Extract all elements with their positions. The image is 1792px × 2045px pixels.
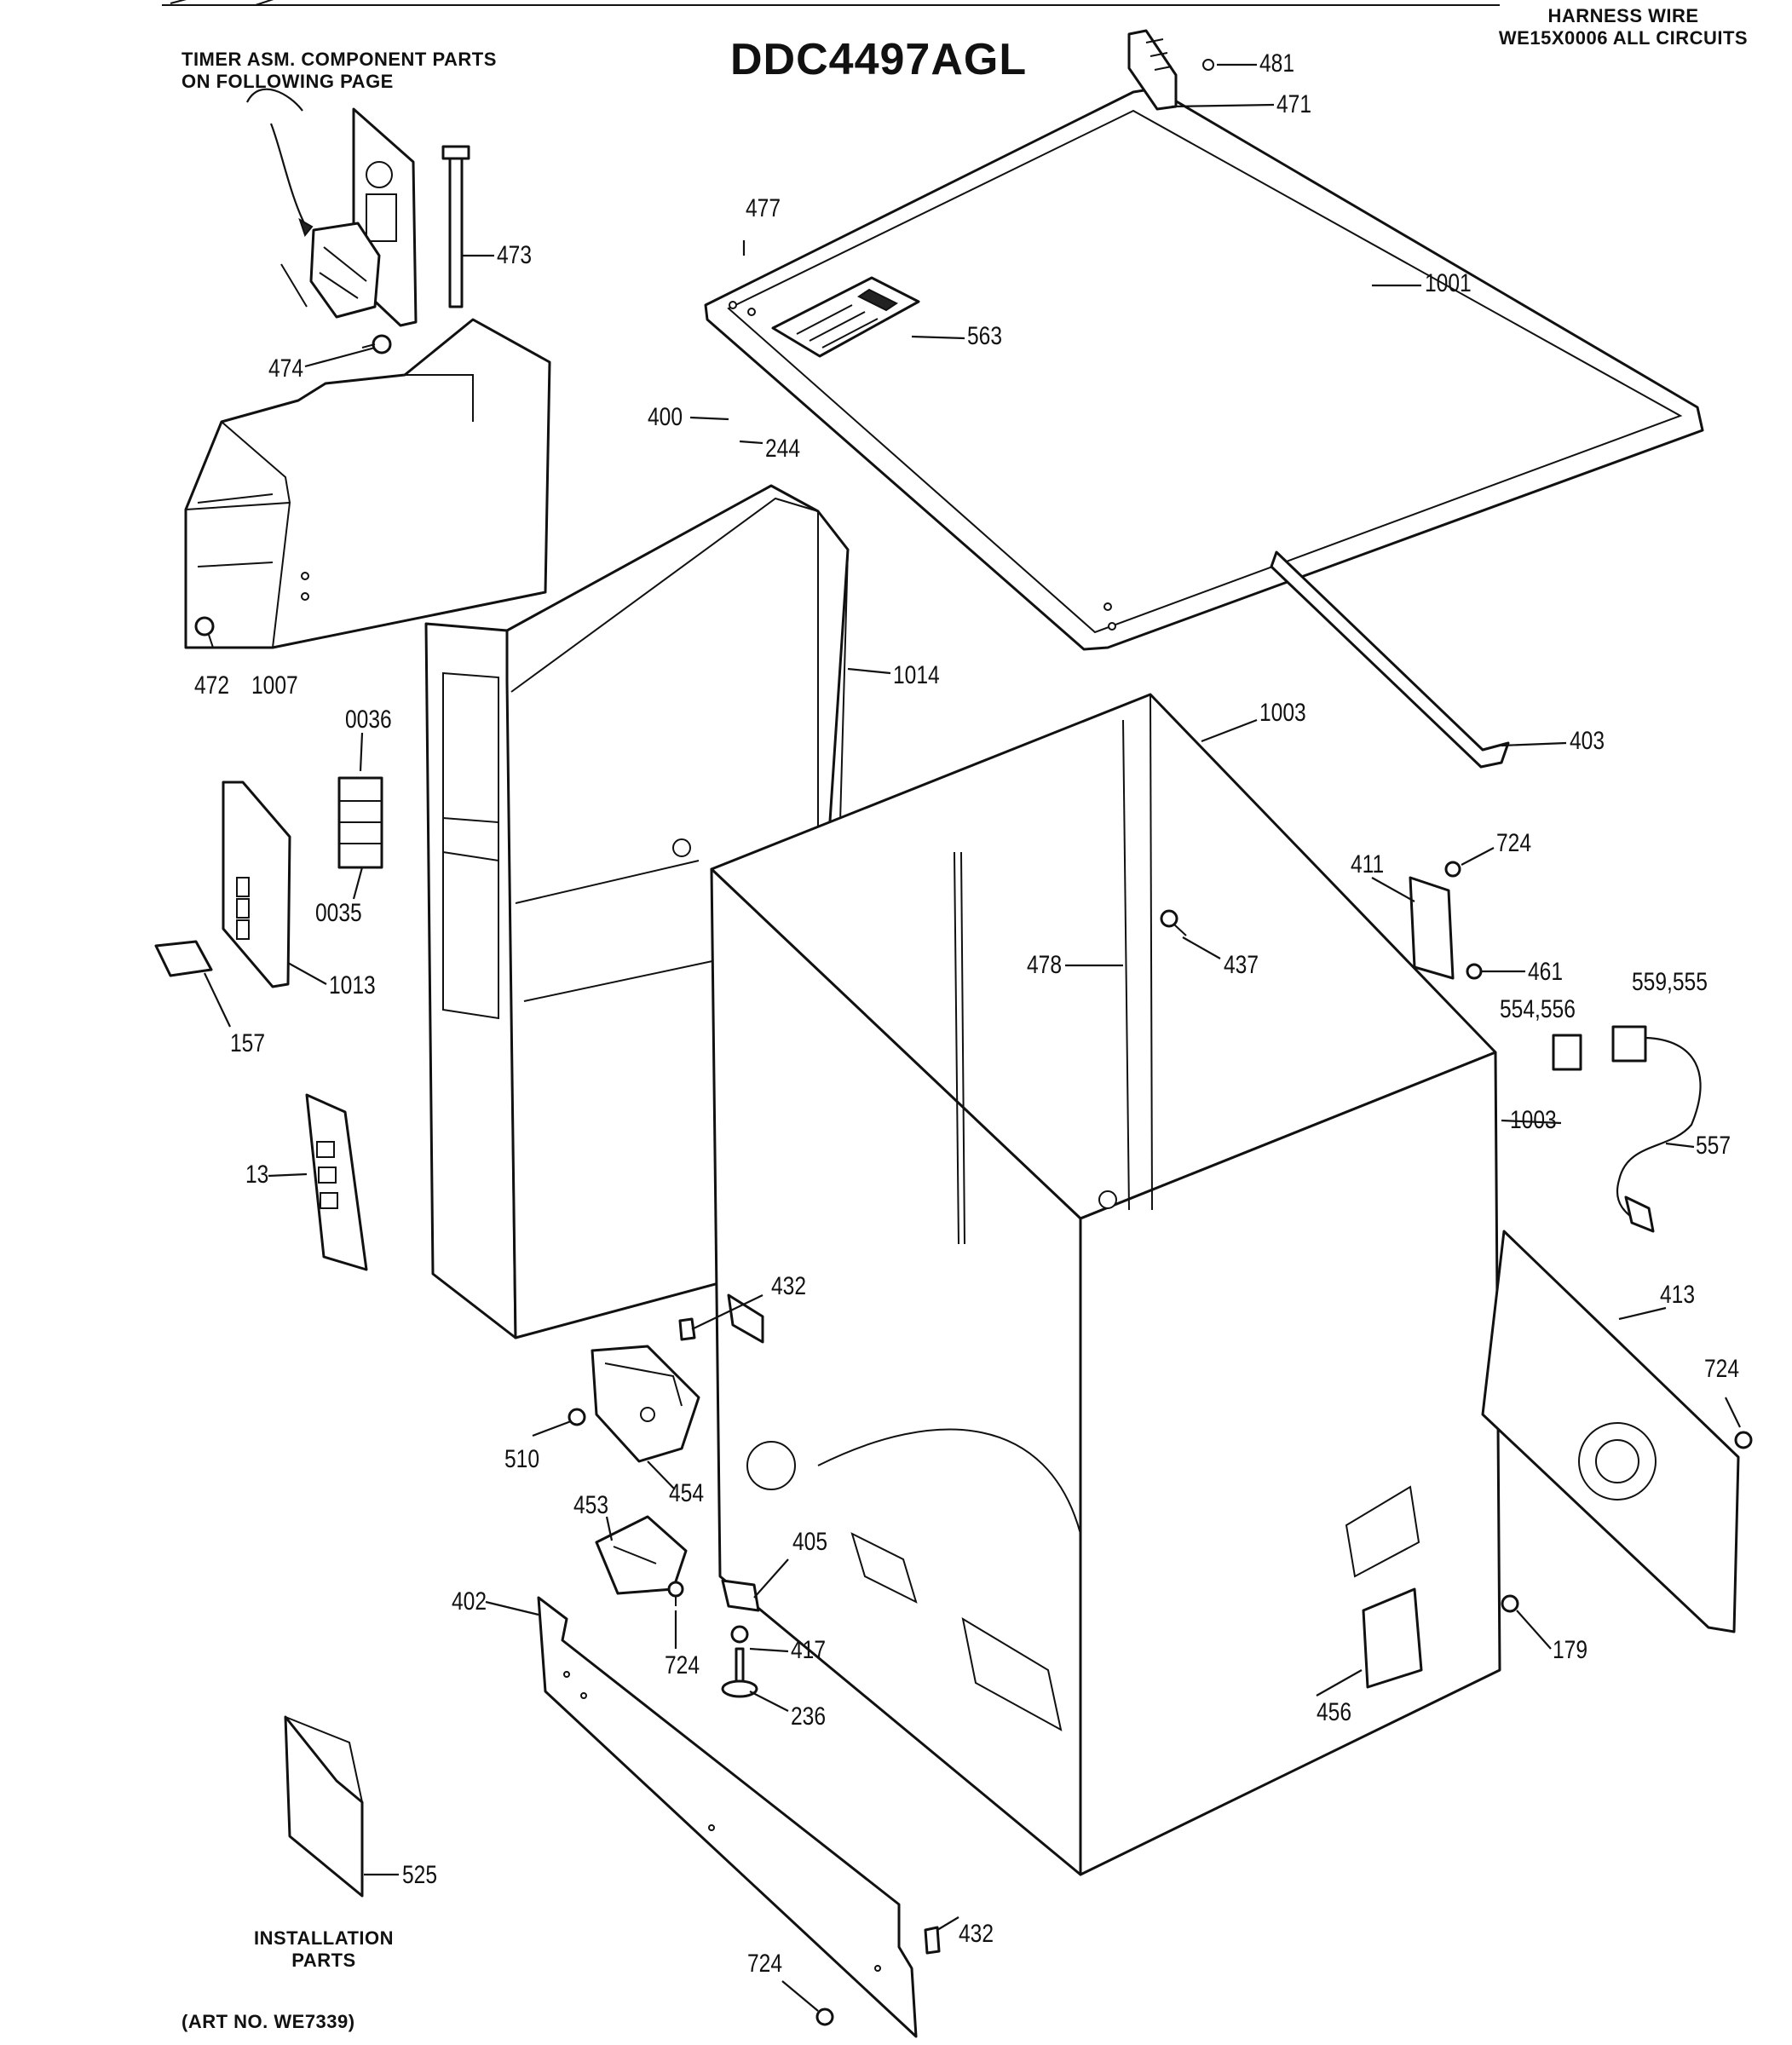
callout-1001: 1001 [1425,269,1472,297]
callout-557: 557 [1696,1132,1731,1160]
bracket-456 [1362,1587,1423,1689]
callout-724-front: 724 [665,1651,700,1679]
callout-724-upper: 724 [1496,829,1532,857]
callout-1003-side: 1003 [1510,1106,1557,1134]
control-decal [771,276,920,358]
screw-724-front [667,1581,684,1606]
callout-1014: 1014 [893,661,940,689]
timer-note-line-1: TIMER ASM. COMPONENT PARTS [182,49,497,70]
top-rule-mark [170,0,274,6]
timer-note: TIMER ASM. COMPONENT PARTS ON FOLLOWING … [182,49,497,93]
callout-477: 477 [746,194,781,222]
top-cover [704,87,1704,651]
bracket-453 [595,1515,688,1595]
callout-417: 417 [791,1636,827,1664]
callout-554-556: 554,556 [1500,995,1576,1023]
callout-432-lower: 432 [959,1920,994,1948]
control-panel [222,781,291,988]
callout-474: 474 [268,354,304,383]
timer-assembly [246,88,470,327]
backsplash [184,318,551,649]
plate-411 [1409,876,1455,980]
callout-0036: 0036 [345,706,392,734]
callout-405: 405 [792,1528,828,1556]
callout-454: 454 [669,1479,705,1507]
harness-wire-line-1: HARNESS WIRE [1547,5,1699,26]
rear-panel [1481,1230,1740,1633]
callout-157: 157 [230,1029,266,1057]
callout-13: 13 [245,1161,269,1189]
callout-244: 244 [765,435,801,463]
callout-456: 456 [1317,1698,1352,1726]
bracket-454 [591,1345,700,1463]
installation-note-line-2: PARTS [291,1950,356,1971]
cover-hinge [1127,29,1214,111]
leveling-leg [721,1625,758,1698]
callout-1003-top: 1003 [1259,699,1306,727]
callout-525: 525 [402,1861,438,1889]
callout-453: 453 [573,1491,609,1519]
callout-437: 437 [1224,951,1259,979]
callout-1007: 1007 [251,671,298,700]
timer-note-line-2: ON FOLLOWING PAGE [182,71,394,92]
callout-413: 413 [1660,1281,1696,1309]
callout-481: 481 [1259,49,1295,78]
bracket-405 [721,1579,760,1612]
callout-402: 402 [452,1587,487,1616]
callout-236: 236 [791,1702,827,1731]
callout-510: 510 [504,1445,540,1473]
callout-432-upper: 432 [771,1272,807,1300]
callout-461: 461 [1528,958,1564,986]
callout-724-rear: 724 [1704,1355,1740,1383]
tie-rod [1270,550,1510,769]
installation-note-line-1: INSTALLATION [253,1927,395,1949]
callout-473: 473 [497,241,533,269]
callout-0035: 0035 [315,899,362,927]
screw-724-lower [815,2008,834,2026]
installation-note: INSTALLATION PARTS [239,1927,409,1972]
callout-411: 411 [1351,850,1385,878]
callout-179: 179 [1553,1636,1588,1664]
art-number: (ART NO. WE7339) [182,2011,355,2032]
clip-432 [678,1317,696,1341]
main-cabinet [710,693,1501,1876]
callout-724-lower: 724 [747,1950,783,1978]
callout-478: 478 [1027,951,1063,979]
callout-1013: 1013 [329,971,376,999]
screw-179 [1501,1594,1519,1613]
toe-panel [537,1596,918,2038]
harness-wire-line-2: WE15X0006 ALL CIRCUITS [1498,27,1749,49]
harness-wire-note: HARNESS WIRE WE15X0006 ALL CIRCUITS [1461,5,1785,49]
leader-lines [204,63,1741,2012]
bolt-437 [1160,909,1187,936]
screw-724-rear [1734,1431,1753,1449]
power-cord [1552,1025,1702,1233]
callout-563: 563 [967,322,1003,350]
screw-474 [361,334,392,354]
installation-bag [284,1715,364,1898]
screw-472 [194,616,215,648]
clip-432-lower [924,1926,941,1955]
screw-724-upper [1444,861,1461,878]
callout-471: 471 [1276,90,1312,118]
control-overlay [305,1093,368,1271]
switch-157 [154,940,213,977]
switch-block [337,776,383,869]
callout-472: 472 [194,671,230,700]
screw-461 [1466,963,1483,980]
model-number: DDC4497AGL [730,35,1028,84]
callout-403: 403 [1570,727,1605,755]
callout-559-555: 559,555 [1632,968,1708,996]
callout-400: 400 [648,403,683,431]
screw-510 [568,1408,586,1426]
